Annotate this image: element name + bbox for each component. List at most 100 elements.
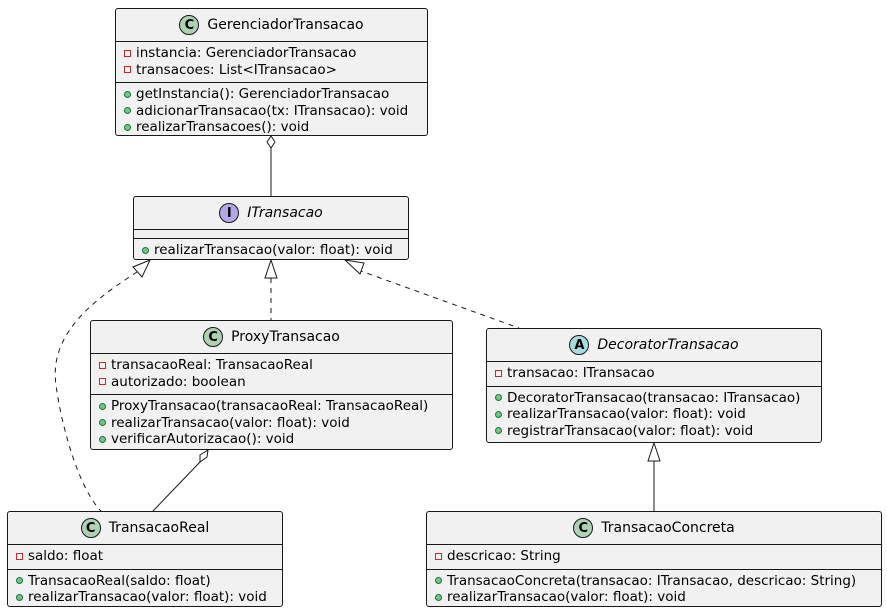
method-text: realizarTransacao(valor: float): void	[507, 406, 746, 423]
private-visibility-icon	[435, 552, 442, 560]
attribute-text: transacao: ITransacao	[507, 365, 655, 382]
method-text: DecoratorTransacao(transacao: ITransacao…	[507, 389, 801, 406]
method: realizarTransacao(valor: float): void	[134, 242, 408, 259]
class-header: I ITransacao	[134, 197, 408, 229]
methods-section: DecoratorTransacao(transacao: ITransacao…	[487, 385, 821, 444]
methods-section: getInstancia(): GerenciadorTransacao adi…	[116, 82, 427, 140]
method: getInstancia(): GerenciadorTransacao	[116, 86, 427, 103]
method-text: realizarTransacao(valor: float): void	[111, 414, 350, 431]
method: realizarTransacao(valor: float): void	[487, 406, 821, 423]
method-text: realizarTransacoes(): void	[136, 119, 310, 136]
class-header: C ProxyTransacao	[91, 321, 452, 353]
abstract-kind-icon: A	[569, 335, 590, 355]
method: ProxyTransacao(transacaoReal: TransacaoR…	[91, 398, 452, 415]
private-visibility-icon	[124, 49, 131, 57]
private-visibility-icon	[124, 66, 131, 74]
public-visibility-icon	[142, 246, 149, 254]
attribute-text: instancia: GerenciadorTransacao	[136, 45, 357, 62]
class-name: TransacaoReal	[108, 520, 210, 536]
attribute-text: autorizado: boolean	[111, 373, 246, 390]
class-header: C TransacaoConcreta	[427, 512, 881, 544]
public-visibility-icon	[99, 402, 106, 410]
attribute: transacao: ITransacao	[487, 365, 821, 382]
public-visibility-icon	[495, 410, 502, 418]
attribute-text: transacoes: List<ITransacao>	[136, 61, 337, 78]
private-visibility-icon	[99, 378, 106, 386]
relation-real-itransacao	[54, 259, 152, 512]
method-text: TransacaoReal(saldo: float)	[28, 572, 211, 589]
method-text: TransacaoConcreta(transacao: ITransacao,…	[447, 572, 857, 589]
class-name: DecoratorTransacao	[597, 337, 739, 353]
attribute-text: transacaoReal: TransacaoReal	[111, 357, 313, 374]
class-transacao-concreta: C TransacaoConcreta descricao: String Tr…	[426, 511, 882, 607]
class-proxy-transacao: C ProxyTransacao transacaoReal: Transaca…	[90, 320, 453, 450]
public-visibility-icon	[124, 107, 131, 115]
class-kind-icon: C	[80, 518, 101, 538]
method-text: getInstancia(): GerenciadorTransacao	[136, 86, 390, 103]
relation-proxy-real	[152, 449, 209, 512]
method: TransacaoConcreta(transacao: ITransacao,…	[427, 573, 881, 590]
class-name: ProxyTransacao	[231, 329, 340, 345]
public-visibility-icon	[124, 123, 131, 131]
public-visibility-icon	[16, 577, 23, 585]
public-visibility-icon	[99, 435, 106, 443]
relation-decorator-itransacao	[343, 259, 520, 329]
class-name: TransacaoConcreta	[601, 520, 735, 536]
relation-concreta-decorator	[647, 441, 661, 511]
method-text: adicionarTransacao(tx: ITransacao): void	[136, 102, 409, 119]
class-gerenciador-transacao: C GerenciadorTransacao instancia: Gerenc…	[115, 8, 428, 136]
public-visibility-icon	[495, 427, 502, 435]
private-visibility-icon	[495, 369, 502, 377]
method: verificarAutorizacao(): void	[91, 431, 452, 448]
method-text: realizarTransacao(valor: float): void	[154, 242, 393, 259]
class-name: GerenciadorTransacao	[207, 17, 364, 33]
attributes-section: descricao: String	[427, 544, 881, 569]
attributes-section	[134, 229, 408, 238]
method: DecoratorTransacao(transacao: ITransacao…	[487, 390, 821, 407]
public-visibility-icon	[495, 394, 502, 402]
abstract-decorator-transacao: A DecoratorTransacao transacao: ITransac…	[486, 328, 822, 443]
attributes-section: transacaoReal: TransacaoReal autorizado:…	[91, 353, 452, 394]
method: registrarTransacao(valor: float): void	[487, 423, 821, 440]
public-visibility-icon	[99, 419, 106, 427]
public-visibility-icon	[16, 593, 23, 601]
public-visibility-icon	[435, 593, 442, 601]
attribute: autorizado: boolean	[91, 374, 452, 391]
method: realizarTransacao(valor: float): void	[8, 589, 282, 606]
methods-section: TransacaoReal(saldo: float) realizarTran…	[8, 568, 282, 610]
method: TransacaoReal(saldo: float)	[8, 573, 282, 590]
attribute: saldo: float	[8, 548, 282, 565]
attribute: descricao: String	[427, 548, 881, 565]
class-kind-icon: C	[203, 327, 224, 347]
relation-proxy-itransacao	[264, 258, 278, 320]
method: realizarTransacao(valor: float): void	[91, 415, 452, 432]
method-text: realizarTransacao(valor: float): void	[28, 589, 267, 606]
attribute: transacaoReal: TransacaoReal	[91, 357, 452, 374]
private-visibility-icon	[16, 552, 23, 560]
attributes-section: transacao: ITransacao	[487, 361, 821, 386]
class-kind-icon: C	[179, 15, 200, 35]
method-text: registrarTransacao(valor: float): void	[507, 422, 754, 439]
interface-kind-icon: I	[219, 203, 240, 223]
interface-itransacao: I ITransacao realizarTransacao(valor: fl…	[133, 196, 409, 260]
attribute-text: saldo: float	[28, 548, 104, 565]
methods-section: TransacaoConcreta(transacao: ITransacao,…	[427, 568, 881, 610]
attributes-section: saldo: float	[8, 544, 282, 569]
class-kind-icon: C	[573, 518, 594, 538]
public-visibility-icon	[435, 577, 442, 585]
class-name: ITransacao	[247, 205, 323, 221]
attribute-text: descricao: String	[447, 548, 561, 565]
method: realizarTransacoes(): void	[116, 119, 427, 136]
method-text: realizarTransacao(valor: float): void	[447, 589, 686, 606]
method: realizarTransacao(valor: float): void	[427, 589, 881, 606]
attribute: transacoes: List<ITransacao>	[116, 62, 427, 79]
private-visibility-icon	[99, 361, 106, 369]
class-header: A DecoratorTransacao	[487, 329, 821, 361]
class-header: C GerenciadorTransacao	[116, 9, 427, 41]
class-transacao-real: C TransacaoReal saldo: float TransacaoRe…	[7, 511, 283, 607]
method: adicionarTransacao(tx: ITransacao): void	[116, 103, 427, 120]
methods-section: ProxyTransacao(transacaoReal: TransacaoR…	[91, 394, 452, 452]
public-visibility-icon	[124, 90, 131, 98]
class-header: C TransacaoReal	[8, 512, 282, 544]
